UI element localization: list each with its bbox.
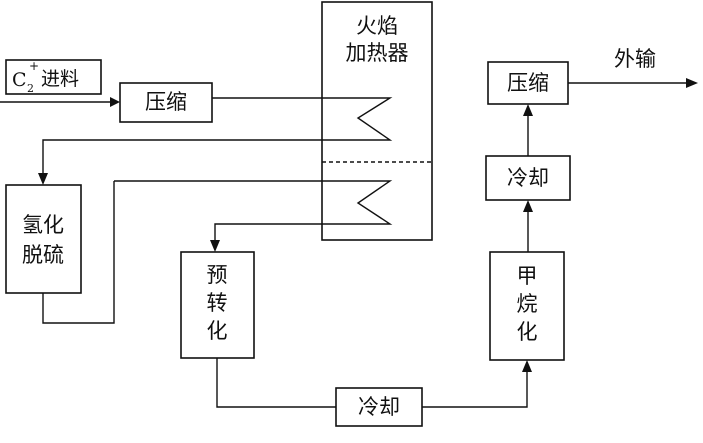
feed-sup: + [29, 59, 39, 73]
arrow-output [686, 78, 698, 88]
heater-coil-upper [212, 97, 393, 141]
arrow-into-compress-out [523, 104, 533, 116]
line-cool-to-methan [422, 370, 528, 408]
hydro-label-line2: 脱硫 [22, 243, 64, 267]
compress-in-box [119, 82, 213, 123]
arrow-into-compress [110, 97, 120, 107]
fired-heater-box [321, 1, 433, 241]
feed-box [5, 59, 102, 95]
arrow-into-methan [522, 360, 532, 372]
methan-label-line3: 化 [517, 320, 538, 344]
heater-label-line2: 加热器 [346, 41, 409, 65]
heater-coil-lower [114, 180, 393, 225]
feed-base: C [12, 69, 27, 91]
compress-out-box [487, 61, 569, 105]
cool-right-box [485, 155, 571, 201]
cool-bottom-label: 冷却 [358, 395, 400, 419]
methan-label-line2: 烷 [517, 292, 538, 316]
line-hydro-to-heater [42, 181, 115, 324]
arrow-into-cool-right [523, 200, 533, 212]
prereform-label-line2: 转 [207, 291, 228, 315]
prereform-label-line3: 化 [207, 319, 228, 343]
heater-label-line1: 火焰 [356, 14, 398, 38]
arrow-into-prereform [210, 240, 220, 252]
cool-right-label: 冷却 [507, 166, 549, 190]
prereforming-box [180, 251, 255, 359]
feed-sub: 2 [27, 82, 34, 95]
compress-in-label: 压缩 [145, 90, 187, 114]
line-heater-to-hydro [42, 139, 322, 175]
hydrodesulfurization-box [5, 184, 82, 294]
arrow-into-hydro [38, 173, 48, 185]
methan-label-line1: 甲 [517, 264, 538, 288]
output-label: 外输 [614, 47, 656, 71]
methanation-box [489, 251, 565, 361]
hydro-label-line1: 氢化 [22, 213, 64, 237]
prereform-label-line1: 预 [207, 263, 228, 287]
compress-out-label: 压缩 [507, 71, 549, 95]
line-prereform-to-cool [216, 358, 336, 408]
feed-label: 进料 [41, 68, 79, 90]
line-heater-to-prereform [214, 223, 322, 242]
